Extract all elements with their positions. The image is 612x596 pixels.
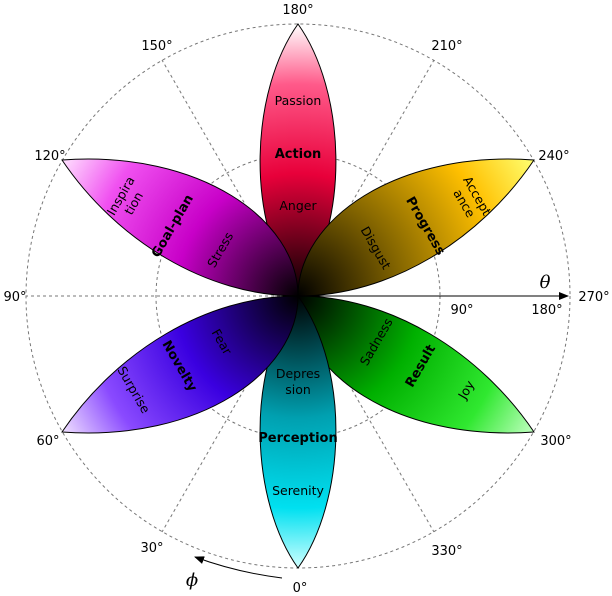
emotion-depression-1: Depres (276, 366, 320, 381)
petal-perception (259, 295, 337, 569)
angle-label-240: 240° (538, 149, 569, 164)
phi-symbol: ϕ (186, 570, 198, 591)
emotion-depression-2: sion (285, 382, 311, 397)
theta-symbol: θ (540, 272, 551, 293)
petal-novelty (61, 295, 299, 434)
angle-label-30: 30° (140, 541, 163, 556)
inner-angle-label-180: 180° (531, 303, 562, 318)
petal-action (259, 23, 337, 297)
category-action: Action (275, 147, 322, 162)
angle-label-0: 0° (293, 581, 308, 596)
emotion-anger: Anger (279, 198, 317, 213)
phi-arrow (194, 556, 283, 579)
angle-label-270: 270° (578, 290, 609, 305)
angle-label-330: 330° (431, 544, 462, 559)
angle-label-180: 180° (282, 3, 313, 18)
petal-progress (297, 158, 535, 297)
petal-goalplan (61, 158, 299, 297)
angle-label-210: 210° (431, 39, 462, 54)
emotion-serenity: Serenity (272, 483, 324, 498)
angle-label-120: 120° (34, 149, 65, 164)
angle-label-90: 90° (3, 290, 26, 305)
category-perception: Perception (258, 431, 337, 446)
angle-label-300: 300° (540, 434, 571, 449)
emotion-passion: Passion (275, 93, 322, 108)
inner-angle-label-90: 90° (450, 303, 473, 318)
angle-label-60: 60° (36, 434, 59, 449)
angle-label-150: 150° (141, 39, 172, 54)
